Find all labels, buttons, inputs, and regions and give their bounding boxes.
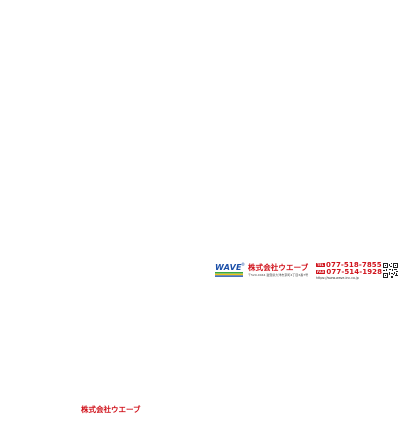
tel-row: TEL 077-518-7855 bbox=[316, 260, 382, 269]
tel-badge: TEL bbox=[316, 263, 326, 267]
qr-code-icon[interactable] bbox=[383, 263, 398, 278]
fax-number: 077-514-1928 bbox=[326, 267, 383, 276]
bottom-company-name: 株式会社ウエーブ bbox=[81, 405, 141, 414]
company-address: 〒520-0044 滋賀県大津市京町4丁目3番7号 bbox=[248, 273, 309, 277]
logo-registered-mark: ® bbox=[241, 262, 245, 267]
company-name: 株式会社ウエーブ bbox=[248, 263, 309, 272]
logo-wordmark: WAVE bbox=[215, 263, 242, 272]
website-link[interactable]: https://www.wave-inc.co.jp bbox=[316, 276, 359, 280]
fax-row: FAX 077-514-1928 bbox=[316, 267, 383, 276]
wave-stripe-icon bbox=[215, 272, 243, 277]
fax-badge: FAX bbox=[316, 270, 326, 274]
contact-info: TEL 077-518-7855 FAX 077-514-1928 https:… bbox=[316, 260, 383, 280]
company-footer-band: WAVE ® 株式会社ウエーブ 〒520-0044 滋賀県大津市京町4丁目3番7… bbox=[215, 260, 399, 280]
tel-number[interactable]: 077-518-7855 bbox=[326, 260, 382, 269]
wave-logo: WAVE ® bbox=[215, 262, 245, 279]
